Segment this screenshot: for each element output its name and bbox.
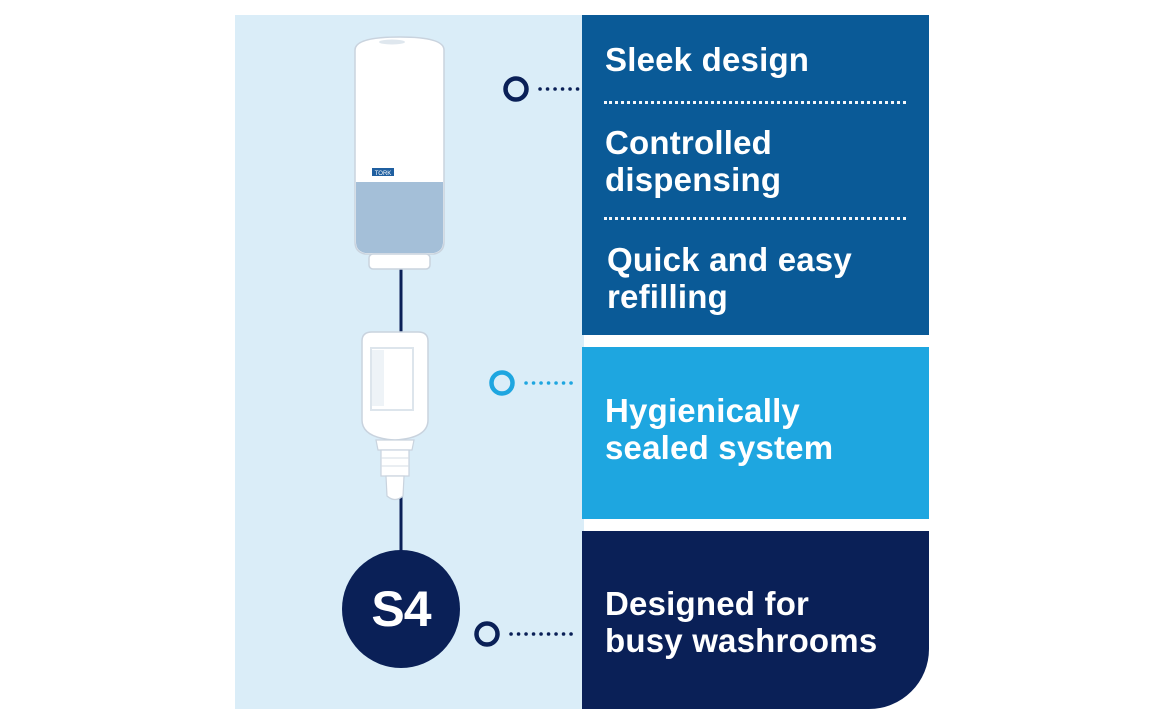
refill-cartridge-illustration [361,331,429,501]
feature-controlled-dispensing: Controlled dispensing [605,124,782,198]
dotted-divider [604,101,906,104]
connector-hygienic [489,370,580,396]
feature-sleek-design: Sleek design [605,41,810,78]
feature-busy-washrooms: Designed for busy washrooms [605,585,878,659]
dotted-divider [604,217,906,220]
feature-quick-refilling: Quick and easy refilling [607,241,852,315]
connector-sleek-design [503,76,582,102]
feature-panel-refill: Hygienically sealed system [582,347,929,519]
feature-hygienically-sealed: Hygienically sealed system [605,392,834,466]
s4-badge-label: S4 [371,581,431,637]
connector-busy-washrooms [474,621,580,647]
connector-ring-icon [489,370,515,396]
s4-badge: S4 [342,550,460,668]
dispenser-illustration: TORK [354,36,445,270]
connector-ring-icon [474,621,500,647]
feature-panel-dispenser: Sleek design Controlled dispensing Quick… [582,15,929,335]
dispenser-brand-label: TORK [375,171,392,177]
connector-ring-icon [503,76,529,102]
feature-panel-system: Designed for busy washrooms [582,531,929,709]
